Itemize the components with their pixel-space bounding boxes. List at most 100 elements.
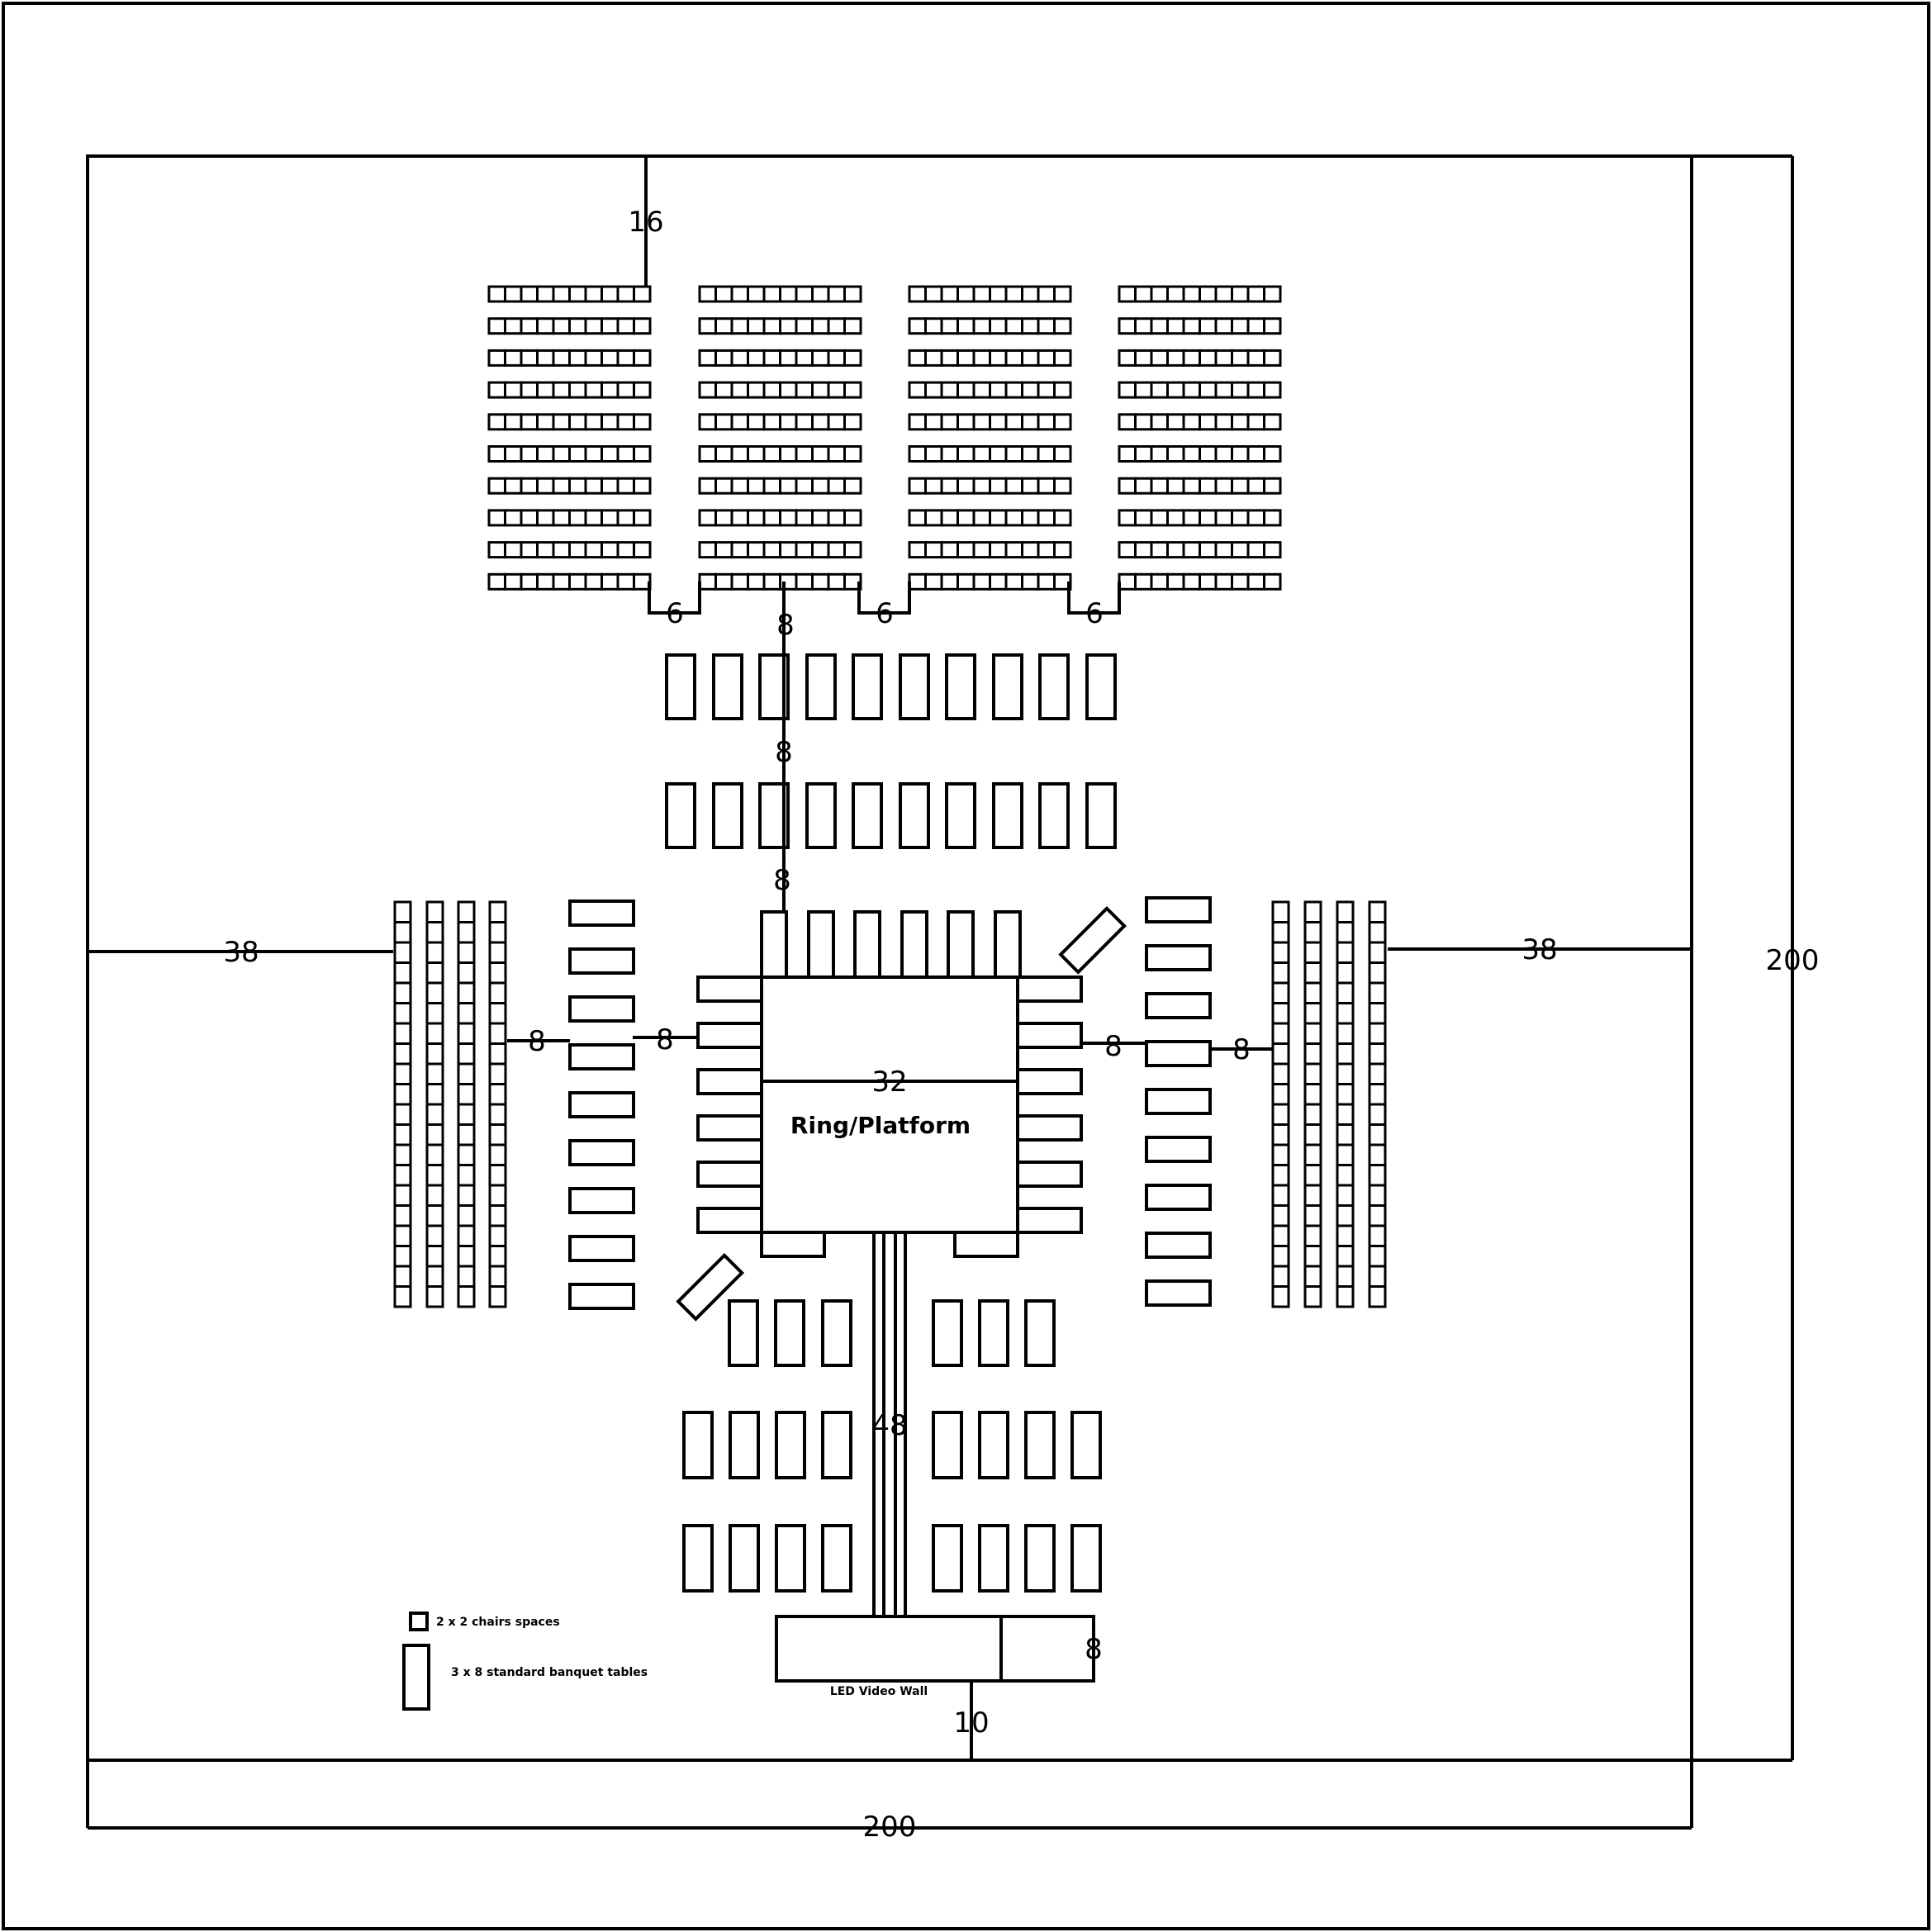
chair [1368,1103,1387,1126]
chair [714,509,733,527]
banquet-table [807,910,835,979]
banquet-table [712,653,743,720]
chair [989,509,1008,527]
chair [972,413,991,431]
chair [584,445,603,463]
chair [568,317,587,335]
chair [989,572,1008,591]
chair [972,572,991,591]
banquet-table [1145,1088,1212,1115]
banquet-table [852,782,883,849]
chair [1021,477,1040,495]
chair [1214,413,1233,431]
chair [843,285,862,303]
chair [1271,1042,1290,1066]
chair [584,509,603,527]
banquet-table [1038,782,1070,849]
chair [843,572,862,591]
chair [1214,285,1233,303]
banquet-table [1024,1411,1056,1479]
chair [1150,509,1169,527]
chair [1271,1002,1290,1025]
chair [487,572,506,591]
banquet-table [1070,1524,1102,1593]
chair [843,445,862,463]
chair [795,317,814,335]
chair [1021,349,1040,367]
chair [1271,1062,1290,1085]
chair [1182,349,1201,367]
chair [536,381,555,399]
chair [1134,541,1153,559]
chair [714,572,733,591]
chair [1199,445,1218,463]
chair [957,445,975,463]
chair [1271,941,1290,964]
overall-height-label: 200 [1766,944,1820,977]
chair [989,285,1008,303]
chair [616,572,635,591]
banquet-table [900,910,928,979]
chair [457,961,476,985]
chair [698,317,717,335]
chair [1303,1184,1322,1207]
chair [1037,477,1056,495]
chair [393,1204,412,1227]
banquet-table [932,1411,963,1479]
chair [393,1164,412,1187]
chair [552,572,571,591]
banquet-table [945,653,976,720]
chair [795,477,814,495]
chair [940,445,959,463]
chair [552,413,571,431]
chair [504,413,523,431]
chair [1004,349,1023,367]
chair [584,317,603,335]
chair [393,1184,412,1207]
chair [811,445,830,463]
chair [1182,413,1201,431]
chair [457,900,476,923]
chair [1336,941,1355,964]
chair [536,285,555,303]
chair [1263,572,1282,591]
chair [698,285,717,303]
ringside-table [696,1022,763,1049]
chair [1368,1022,1387,1045]
ringside-table [696,1207,763,1234]
chair [762,541,781,559]
chair [924,413,943,431]
chair [520,413,539,431]
chair [520,349,539,367]
chair [457,941,476,964]
chair [425,1184,444,1207]
chair [1166,413,1185,431]
chair [714,381,733,399]
banquet-table [805,653,837,720]
chair [795,572,814,591]
banquet-table [945,782,976,849]
chair [1263,349,1282,367]
chair [730,285,749,303]
chair [1053,477,1072,495]
chair [393,921,412,944]
chair [1303,1285,1322,1308]
chair [552,381,571,399]
chair [1004,445,1023,463]
diagonal-table [1058,905,1127,975]
chair [488,1265,507,1288]
chair [1336,1022,1355,1045]
chair [457,1285,476,1308]
chair [487,285,506,303]
chair [487,445,506,463]
chair [633,413,652,431]
chair [924,572,943,591]
ringside-table [696,1161,763,1188]
chair [457,1245,476,1268]
chair [1336,981,1355,1004]
chair [1004,509,1023,527]
chair [1336,1042,1355,1066]
chair [1118,349,1137,367]
chair [1336,900,1355,923]
chair [1182,572,1201,591]
